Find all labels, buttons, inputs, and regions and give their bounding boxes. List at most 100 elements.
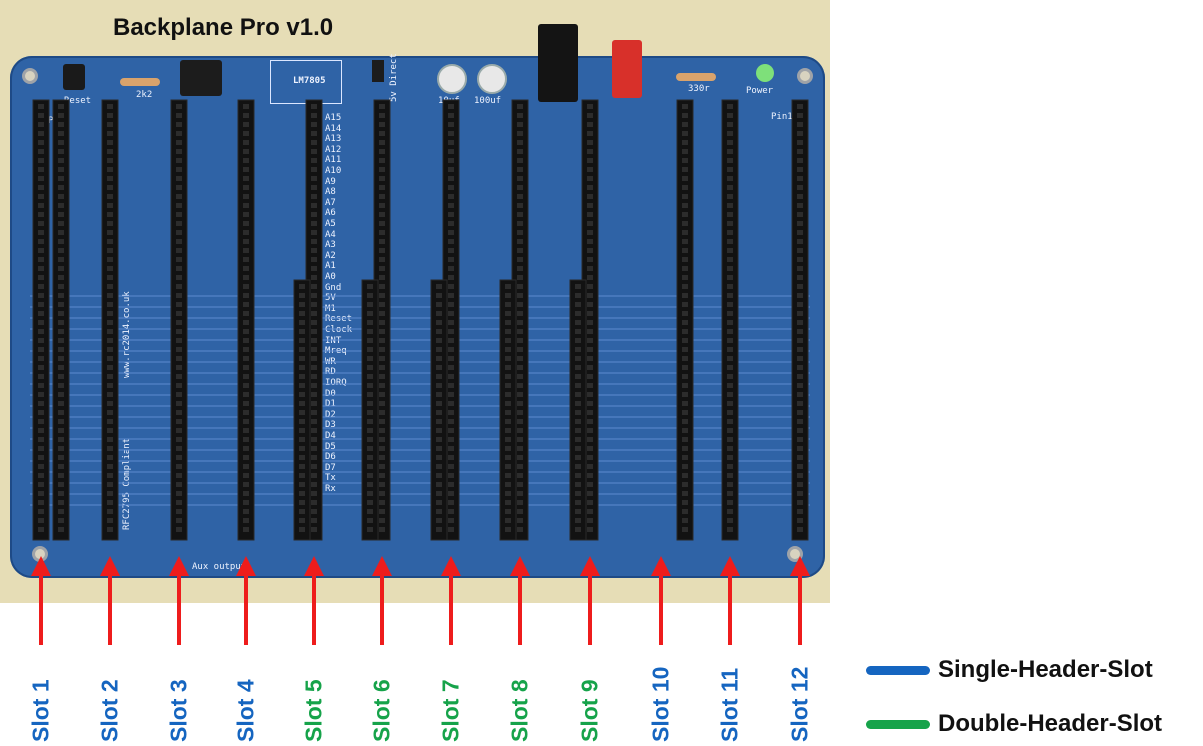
header-pin <box>311 293 317 298</box>
header-pin <box>436 518 442 523</box>
header-pin <box>311 185 317 190</box>
header-pin <box>243 392 249 397</box>
header-pin <box>243 185 249 190</box>
header-pin <box>299 383 305 388</box>
header-pin <box>436 374 442 379</box>
header-pin <box>448 329 454 334</box>
header-pin <box>58 113 64 118</box>
header-pin <box>311 203 317 208</box>
power-terminal-block <box>180 60 222 96</box>
header-pin <box>505 347 511 352</box>
header-pin <box>682 473 688 478</box>
header-pin <box>797 383 803 388</box>
header-pin <box>505 383 511 388</box>
header-pin <box>107 464 113 469</box>
header-pin <box>299 329 305 334</box>
header-pin <box>682 401 688 406</box>
header-pin <box>367 419 373 424</box>
header-pin <box>243 428 249 433</box>
header-pin <box>727 140 733 145</box>
header-pin <box>243 365 249 370</box>
header-pin <box>575 482 581 487</box>
header-pin <box>517 311 523 316</box>
header-pin <box>379 149 385 154</box>
pin-label: Clock <box>325 325 353 335</box>
slot-label-text: Slot 12 <box>786 666 813 742</box>
header-pin <box>587 356 593 361</box>
header-pin <box>311 410 317 415</box>
slot-label-text: Slot 2 <box>96 679 123 742</box>
header-pin <box>299 365 305 370</box>
header-pin <box>58 203 64 208</box>
pin-label: A3 <box>325 240 336 251</box>
header-pin <box>436 437 442 442</box>
header-pin <box>379 176 385 181</box>
header-pin <box>505 491 511 496</box>
header-pin <box>311 275 317 280</box>
header-pin <box>38 374 44 379</box>
slot-label-text: Slot 5 <box>300 679 327 742</box>
header-pin <box>575 428 581 433</box>
header-pin <box>727 428 733 433</box>
slot-label-9: Slot 9 <box>575 652 605 742</box>
header-pin <box>379 113 385 118</box>
header-pin <box>727 419 733 424</box>
header-pin <box>517 347 523 352</box>
header-pin <box>299 410 305 415</box>
slot-label-5: Slot 5 <box>299 652 329 742</box>
pin-label: RD <box>325 367 336 378</box>
header-pin <box>107 383 113 388</box>
header-pin <box>299 500 305 505</box>
header-pin <box>682 374 688 379</box>
header-pin <box>682 140 688 145</box>
header-pin <box>367 410 373 415</box>
header-pin <box>311 383 317 388</box>
resistor <box>120 78 160 86</box>
header-pin <box>176 455 182 460</box>
header-pin <box>505 464 511 469</box>
header-pin <box>727 158 733 163</box>
header-pin <box>587 149 593 154</box>
header-pin <box>38 140 44 145</box>
header-pin <box>176 275 182 280</box>
header-pin <box>436 356 442 361</box>
header-pin <box>436 473 442 478</box>
header-pin <box>243 302 249 307</box>
header-pin <box>243 176 249 181</box>
header-pin <box>517 113 523 118</box>
header-pin <box>575 410 581 415</box>
header-pin <box>379 230 385 235</box>
header-pin <box>436 284 442 289</box>
header-pin <box>436 392 442 397</box>
header-pin <box>517 329 523 334</box>
header-pin <box>107 266 113 271</box>
header-pin <box>243 140 249 145</box>
header-pin <box>243 527 249 532</box>
header-pin <box>38 203 44 208</box>
header-pin <box>797 221 803 226</box>
header-pin <box>797 437 803 442</box>
header-pin <box>379 446 385 451</box>
header-pin <box>38 329 44 334</box>
header-pin <box>448 248 454 253</box>
header-pin <box>379 248 385 253</box>
header-pin <box>727 212 733 217</box>
header-pin <box>243 455 249 460</box>
cap2-label: 100uf <box>474 96 502 106</box>
header-pin <box>176 500 182 505</box>
header-pin <box>107 149 113 154</box>
header-pin <box>243 347 249 352</box>
header-pin <box>38 428 44 433</box>
header-pin <box>727 104 733 109</box>
header-pin <box>367 491 373 496</box>
header-pin <box>107 131 113 136</box>
header-pin <box>38 509 44 514</box>
header-pin <box>517 239 523 244</box>
header-pin <box>311 401 317 406</box>
slot-label-11: Slot 11 <box>715 652 745 742</box>
header-pin <box>107 113 113 118</box>
header-pin <box>587 401 593 406</box>
header-pin <box>797 212 803 217</box>
pin-label: A0 <box>325 272 336 282</box>
header-pin <box>517 500 523 505</box>
